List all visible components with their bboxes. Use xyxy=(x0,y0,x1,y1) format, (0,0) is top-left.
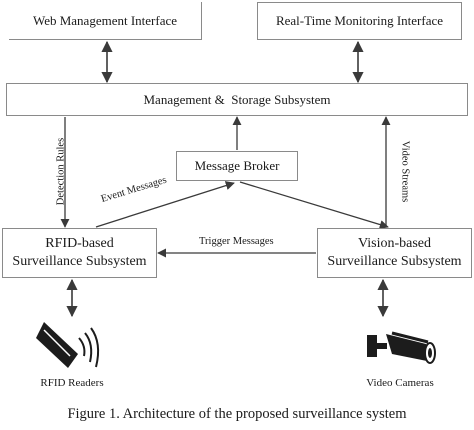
web-management-interface-label: Web Management Interface xyxy=(32,12,178,28)
message-broker-label: Message Broker xyxy=(194,158,280,173)
vision-surveillance-subsystem-box: Vision-based Surveillance Subsystem xyxy=(317,228,472,278)
event-messages-arrow xyxy=(95,181,235,228)
vision-subsystem-label-line1: Vision-based xyxy=(357,236,432,251)
rfid-reader-icon xyxy=(36,322,100,368)
management-storage-subsystem-box: Management & Storage Subsystem xyxy=(6,83,468,116)
detection-rules-label: Detection Rules xyxy=(55,137,67,206)
video-streams-label: Video Streams xyxy=(399,140,411,203)
vision-subsystem-label-line2: Surveillance Subsystem xyxy=(327,254,462,269)
realtime-monitoring-interface-box: Real-Time Monitoring Interface xyxy=(257,2,462,40)
realtime-monitoring-interface-label: Real-Time Monitoring Interface xyxy=(275,13,444,28)
broker-vision-arrow xyxy=(239,181,389,229)
message-broker-box: Message Broker xyxy=(176,151,298,181)
video-camera-icon xyxy=(367,331,436,364)
trigger-messages-label: Trigger Messages xyxy=(199,236,274,247)
rfid-subsystem-label-line1: RFID-based xyxy=(45,236,114,251)
management-storage-subsystem-label: Management & Storage Subsystem xyxy=(143,91,331,107)
rfid-surveillance-subsystem-box: RFID-based Surveillance Subsystem xyxy=(2,228,157,278)
video-cameras-label: Video Cameras xyxy=(366,377,434,389)
rfid-readers-label: RFID Readers xyxy=(40,377,104,389)
rfid-subsystem-label-line2: Surveillance Subsystem xyxy=(12,254,147,269)
figure-caption: Figure 1. Architecture of the proposed s… xyxy=(67,406,407,422)
web-management-interface-box: Web Management Interface xyxy=(9,2,202,40)
